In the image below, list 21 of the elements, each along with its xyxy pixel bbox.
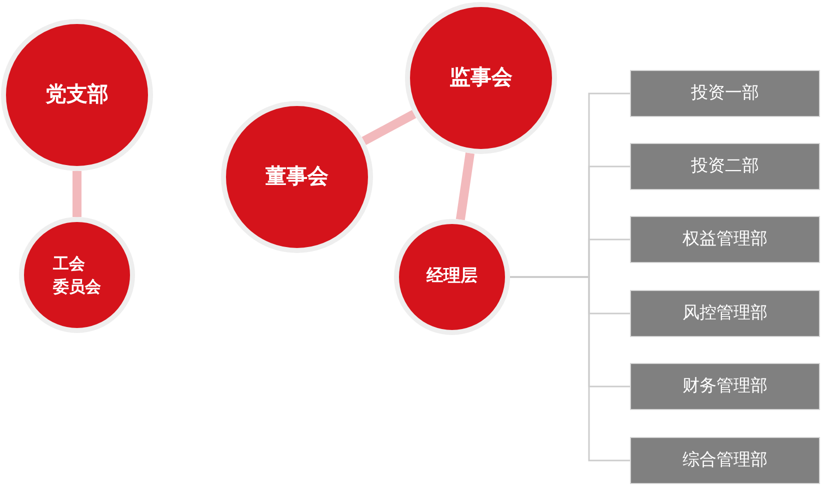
department-box: [630, 290, 820, 337]
node-label: 监事会: [450, 65, 512, 90]
connector-line: [72, 171, 82, 217]
department-box: [630, 143, 820, 190]
node-label: 党支部: [46, 82, 108, 106]
department-box: [630, 216, 820, 263]
node-label: 财务管理部: [682, 374, 768, 398]
department-box: [630, 70, 820, 117]
node-label: 权益管理部: [682, 228, 768, 251]
node-label: 工会委员会: [53, 254, 101, 296]
connector-line: [510, 276, 630, 462]
connector-line: [456, 152, 474, 220]
node-label: 风控管理部: [682, 302, 768, 325]
node-label: 经理层: [426, 266, 478, 286]
department-box: [630, 363, 820, 410]
node-label: 董事会: [266, 164, 328, 188]
node-label: 综合管理部: [682, 448, 768, 472]
department-box: [630, 437, 820, 484]
connector-line: [362, 110, 416, 145]
node-label: 投资一部: [691, 82, 759, 105]
node-label: 投资二部: [691, 154, 759, 178]
